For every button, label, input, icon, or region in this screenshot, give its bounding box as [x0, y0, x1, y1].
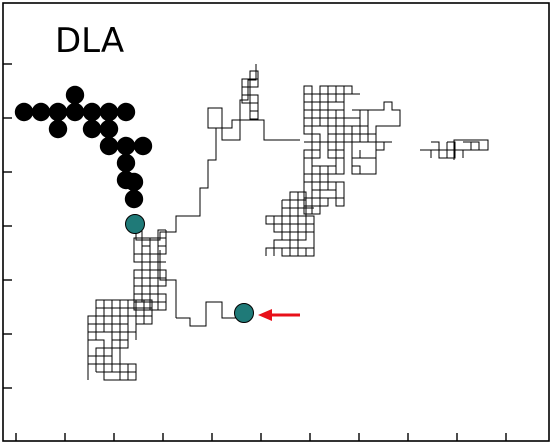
cluster-particle [116, 102, 136, 122]
cluster-particle [65, 85, 85, 105]
cluster-particle [99, 119, 119, 139]
figure-title: DLA [55, 21, 124, 61]
dla-cluster [14, 85, 153, 209]
walk-segment [303, 85, 401, 215]
walk-segment [241, 70, 259, 120]
red-arrow-icon [258, 309, 300, 321]
cluster-particle [48, 119, 68, 139]
cluster-particle [99, 102, 119, 122]
walk-segment [133, 229, 167, 311]
cluster-particle [124, 172, 144, 192]
cluster-particle [82, 119, 102, 139]
walk-segment [135, 64, 257, 241]
arrow-head [258, 309, 272, 321]
walk-segment [265, 191, 315, 257]
stuck-particle-icon [125, 214, 145, 234]
cluster-particle [65, 102, 85, 122]
walker-particle-icon [234, 303, 254, 323]
walk-segment [159, 250, 177, 318]
walk-segment [87, 299, 153, 381]
cluster-particle [31, 102, 51, 122]
cluster-particle [99, 136, 119, 156]
axis-frame [2, 2, 550, 442]
cluster-particle [116, 153, 136, 173]
frame-border [2, 2, 550, 442]
cluster-particle [116, 136, 136, 156]
walk-segment [420, 139, 489, 160]
cluster-particle [48, 102, 68, 122]
cluster-particle [14, 102, 34, 122]
cluster-particle [82, 102, 102, 122]
walk-segment [216, 119, 300, 141]
random-walk-path [87, 64, 489, 381]
cluster-particle [124, 189, 144, 209]
cluster-particle [133, 136, 153, 156]
walk-segment [176, 301, 236, 327]
